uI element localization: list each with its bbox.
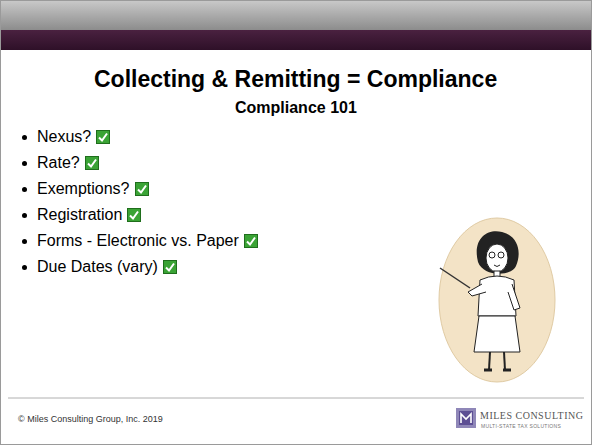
bullet-dot [22, 161, 27, 166]
subtitle: Compliance 101 [235, 99, 357, 117]
slide-title: Collecting & Remitting = Compliance [94, 66, 497, 93]
check-box [127, 208, 141, 222]
bullet-dot [22, 265, 27, 270]
bullet-row: Rate? [22, 154, 99, 172]
bullet-row: Nexus? [22, 128, 110, 146]
bullet-dot [22, 187, 27, 192]
bullet-item: Forms - Electronic vs. Paper [37, 232, 239, 250]
bullet-item: Due Dates (vary) [37, 258, 158, 276]
bullet-item: Registration [37, 206, 122, 224]
bullet-row: Forms - Electronic vs. Paper [22, 232, 258, 250]
check-box [96, 130, 110, 144]
bullet-row: Registration [22, 206, 141, 224]
bullet-item: Rate? [37, 154, 80, 172]
logo-tagline: MULTI-STATE TAX SOLUTIONS [481, 423, 561, 429]
bullet-dot [22, 135, 27, 140]
bullet-item: Exemptions? [37, 180, 130, 198]
check-box [85, 156, 99, 170]
teacher-illustration [439, 218, 555, 382]
bullet-item: Nexus? [37, 128, 91, 146]
bullet-dot [22, 213, 27, 218]
logo-mark [456, 408, 476, 428]
check-box [244, 234, 258, 248]
top-purple-band [1, 30, 591, 50]
logo-name: MILES CONSULTING [480, 410, 583, 421]
copyright-note: © Miles Consulting Group, Inc. 2019 [18, 414, 163, 424]
bullet-dot [22, 239, 27, 244]
check-box [163, 260, 177, 274]
top-gray-bar [1, 1, 591, 31]
bullet-row: Due Dates (vary) [22, 258, 177, 276]
bullet-row: Exemptions? [22, 180, 149, 198]
footer-rule [8, 398, 584, 399]
check-box [135, 182, 149, 196]
